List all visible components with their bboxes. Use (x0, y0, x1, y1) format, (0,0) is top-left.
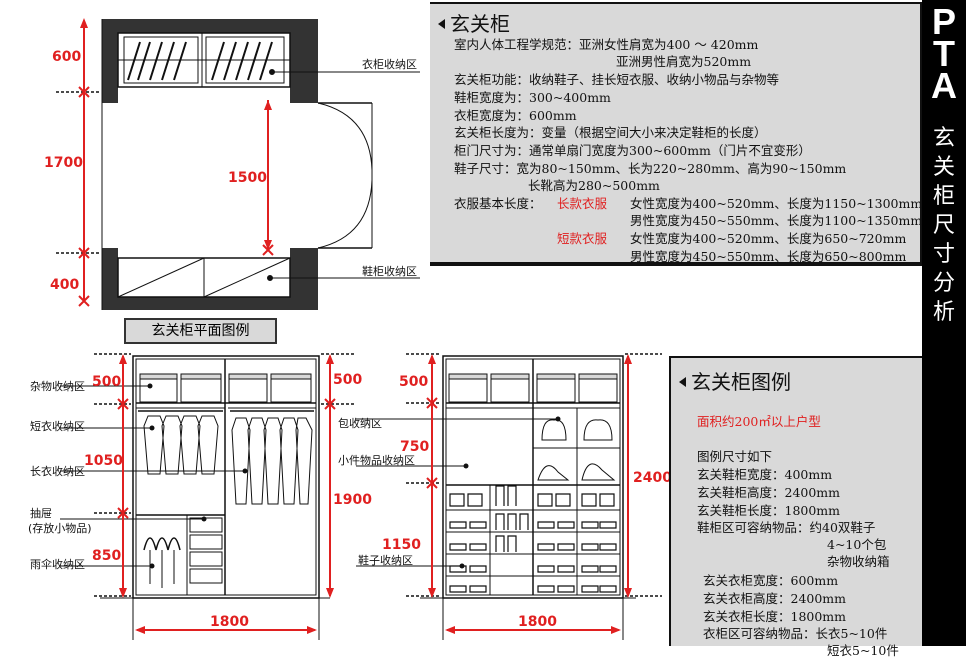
dim-umbrella-850: 850 (92, 548, 121, 564)
vertical-title-char: 关 (932, 155, 955, 180)
right-elevation-drawing: 500 750 1150 2400 1800 包收纳区 小件物品收纳区 鞋子收纳… (338, 353, 670, 640)
label-small-items: 小件物品收纳区 (338, 453, 415, 467)
spec-line-6: 玄关柜长度为：变量（根据空间大小来决定鞋柜的长度） (454, 125, 767, 140)
legend-line-10: 玄关衣柜长度：1800mm (703, 609, 847, 624)
dim-right-1900: 1900 (333, 492, 372, 508)
plan-dim-1700: 1700 (44, 155, 83, 171)
label-drawer: 抽屉 (30, 506, 52, 520)
long-female: 女性宽度为400~520mm、长度为1150~1300mm (630, 196, 923, 211)
dim-long-1050: 1050 (84, 453, 123, 469)
spec-panel-title: 玄关柜 (438, 8, 510, 37)
legend-line-4: 玄关鞋柜长度：1800mm (697, 503, 841, 518)
legend-panel: 玄关柜图例 面积约200㎡以上户型 图例尺寸如下 玄关鞋柜宽度：400mm 玄关… (669, 356, 922, 658)
legend-line-12: 短衣5~10件 (827, 643, 899, 658)
legend-line-7: 杂物收纳箱 (827, 554, 890, 569)
plan-view-drawing: 600 1700 1500 400 衣柜收纳区 鞋柜收纳区 (44, 18, 420, 310)
short-clothes-label: 短款衣服 (557, 231, 608, 246)
plan-dim-1500: 1500 (228, 170, 267, 186)
vertical-title-char: 柜 (932, 184, 955, 209)
legend-panel-title: 玄关柜图例 (679, 366, 791, 395)
vertical-title-char: 析 (932, 300, 955, 325)
dim-right-500: 500 (333, 372, 362, 388)
dim-width-1800-left: 1800 (210, 614, 249, 630)
dim-misc-500: 500 (92, 374, 121, 390)
spec-line-7: 柜门尺寸为：通常单扇门宽度为300~600mm（门片不宜变形） (454, 143, 811, 158)
clothes-length-label: 衣服基本长度： (454, 196, 542, 211)
legend-line-2: 玄关鞋柜宽度：400mm (697, 467, 833, 482)
vertical-title: 玄 关 柜 尺 寸 分 析 (922, 124, 966, 327)
spec-line-3: 玄关柜功能：收纳鞋子、挂长短衣服、收纳小物品与杂物等 (454, 72, 780, 87)
brand-logo: P T A (922, 1, 966, 106)
legend-area: 面积约200㎡以上户型 (697, 414, 821, 429)
vertical-title-char: 分 (932, 271, 955, 296)
short-male: 男性宽度为450~550mm、长度为650~800mm (630, 249, 907, 264)
dim-shoes-1150: 1150 (382, 537, 421, 553)
spec-line-9: 长靴高为280~500mm (528, 178, 660, 193)
brand-letter: A (931, 65, 957, 106)
short-female: 女性宽度为400~520mm、长度为650~720mm (630, 231, 907, 246)
plan-dim-400: 400 (50, 277, 79, 293)
legend-line-3: 玄关鞋柜高度：2400mm (697, 485, 841, 500)
brand-letter: P (931, 1, 956, 42)
vertical-title-char: 尺 (932, 213, 955, 238)
spec-line-2: 亚洲男性肩宽为520mm (616, 54, 752, 69)
vertical-title-char: 寸 (932, 242, 955, 267)
spec-line-4: 鞋柜宽度为：300~400mm (454, 90, 611, 105)
label-long: 长衣收纳区 (30, 464, 85, 478)
plan-caption: 玄关柜平面图例 (124, 318, 277, 344)
left-elevation-drawing: 500 1050 850 500 1900 1800 杂物收纳区 短衣收纳区 长… (28, 353, 372, 640)
long-clothes-label: 长款衣服 (557, 196, 608, 211)
dim-width-1800-right: 1800 (518, 614, 557, 630)
spec-line-8: 鞋子尺寸：宽为80~150mm、长为220~280mm、高为90~150mm (454, 161, 847, 176)
legend-line-5: 鞋柜区可容纳物品：约40双鞋子 (697, 520, 876, 535)
label-bag: 包收纳区 (338, 416, 382, 430)
legend-line-6: 4~10个包 (827, 537, 887, 552)
label-short: 短衣收纳区 (30, 419, 85, 433)
legend-line-9: 玄关衣柜高度：2400mm (703, 591, 847, 606)
long-male: 男性宽度为450~550mm、长度为1100~1350mm (630, 213, 923, 228)
legend-line-8: 玄关衣柜宽度：600mm (703, 573, 839, 588)
legend-line-1: 图例尺寸如下 (697, 449, 773, 464)
spec-line-5: 衣柜宽度为：600mm (454, 108, 577, 123)
plan-label-shoe: 鞋柜收纳区 (362, 264, 417, 278)
brand-letter: T (933, 33, 955, 74)
label-shoes: 鞋子收纳区 (358, 553, 413, 567)
vertical-title-char: 玄 (932, 126, 955, 151)
dim-height-2400: 2400 (633, 470, 670, 486)
label-drawer-note: (存放小物品) (28, 521, 92, 535)
label-umbrella: 雨伞收纳区 (30, 557, 85, 571)
dim-bag-750: 750 (400, 439, 429, 455)
plan-label-wardrobe: 衣柜收纳区 (362, 57, 417, 71)
spec-panel: 玄关柜 室内人体工程学规范：亚洲女性肩宽为400 ～ 420mm 亚洲男性肩宽为… (430, 2, 922, 266)
dim-right-500-top: 500 (399, 374, 428, 390)
label-misc: 杂物收纳区 (30, 379, 85, 393)
spec-line-1: 室内人体工程学规范：亚洲女性肩宽为400 ～ 420mm (454, 37, 759, 52)
legend-line-11: 衣柜区可容纳物品：长衣5~10件 (703, 626, 888, 641)
sidebar: P T A 玄 关 柜 尺 寸 分 析 (922, 0, 966, 646)
plan-dim-600: 600 (52, 49, 81, 65)
